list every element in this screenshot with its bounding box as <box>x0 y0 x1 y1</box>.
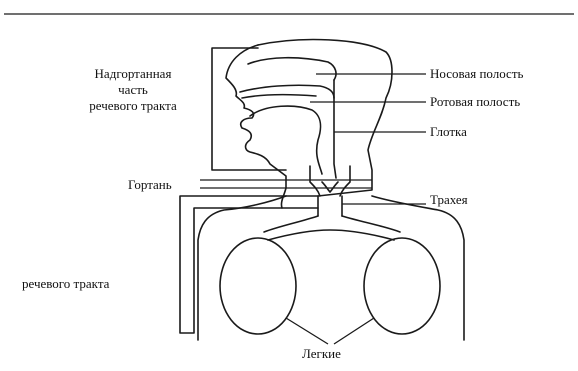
head-back-outline <box>258 40 392 196</box>
subglottal-bracket <box>180 196 318 333</box>
bronchus-left <box>264 216 318 232</box>
face-profile <box>226 45 286 208</box>
lung-left <box>220 238 296 334</box>
supralaryngeal-label-line1: Надгортанная <box>68 66 198 81</box>
pharynx-label: Глотка <box>430 124 467 139</box>
torso-right-outline <box>372 196 464 340</box>
palate-lower <box>242 95 316 98</box>
larynx-back <box>340 166 350 196</box>
lungs-pointer-left <box>286 318 328 344</box>
nasal-cavity-label: Носовая полость <box>430 66 523 81</box>
lungs-label: Легкие <box>302 346 341 361</box>
bronchus-crossbar <box>268 230 394 240</box>
lungs-pointer-right <box>334 318 374 344</box>
supralaryngeal-label-line3: речевого тракта <box>68 98 198 113</box>
tongue <box>250 106 322 174</box>
lung-right <box>364 238 440 334</box>
pharynx-wall <box>334 80 336 178</box>
torso-left-outline <box>198 196 286 340</box>
vocal-folds <box>322 182 338 192</box>
bronchus-right <box>342 216 400 232</box>
larynx-label: Гортань <box>128 177 172 192</box>
subglottal-label: речевого тракта <box>22 276 109 291</box>
nasal-cavity-roof <box>248 58 336 80</box>
trachea-label: Трахея <box>430 192 468 207</box>
supralaryngeal-label-line2: часть <box>68 82 198 97</box>
oral-cavity-label: Ротовая полость <box>430 94 520 109</box>
larynx-front <box>310 166 320 196</box>
